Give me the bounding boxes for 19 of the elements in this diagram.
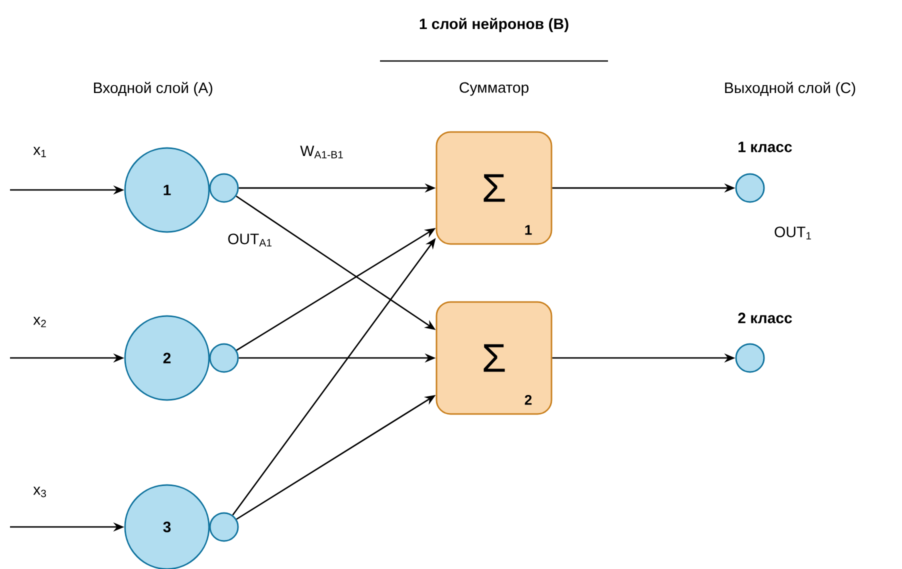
- summator-box: Σ 2: [436, 301, 552, 415]
- edge-label: x$_{2}$: [32, 316, 48, 328]
- layer-heading: Выходной слой (C): [725, 82, 856, 96]
- output-circle: [735, 173, 765, 203]
- output-circle: [735, 343, 765, 373]
- node-caption: OUT$_{A1}$: [228, 234, 272, 246]
- output-circle: [209, 173, 239, 203]
- layer-heading: 1 слой нейронов (B): [420, 18, 568, 32]
- node-caption: OUT$_{1}$: [774, 226, 811, 240]
- output-circle: [209, 343, 239, 373]
- output-circle: [209, 512, 239, 542]
- node-caption: 1 класс: [738, 142, 792, 152]
- node-caption: 2 класс: [738, 312, 792, 324]
- layer-heading: Входной слой (A): [94, 82, 212, 96]
- edge-label: x$_{1}$: [32, 146, 48, 158]
- summator-box: Σ 1: [436, 131, 552, 245]
- edge-label: W$_{A1-B1}$: [299, 144, 345, 160]
- layer-heading: Сумматор: [460, 82, 528, 96]
- edge-label: x$_{3}$: [32, 486, 48, 498]
